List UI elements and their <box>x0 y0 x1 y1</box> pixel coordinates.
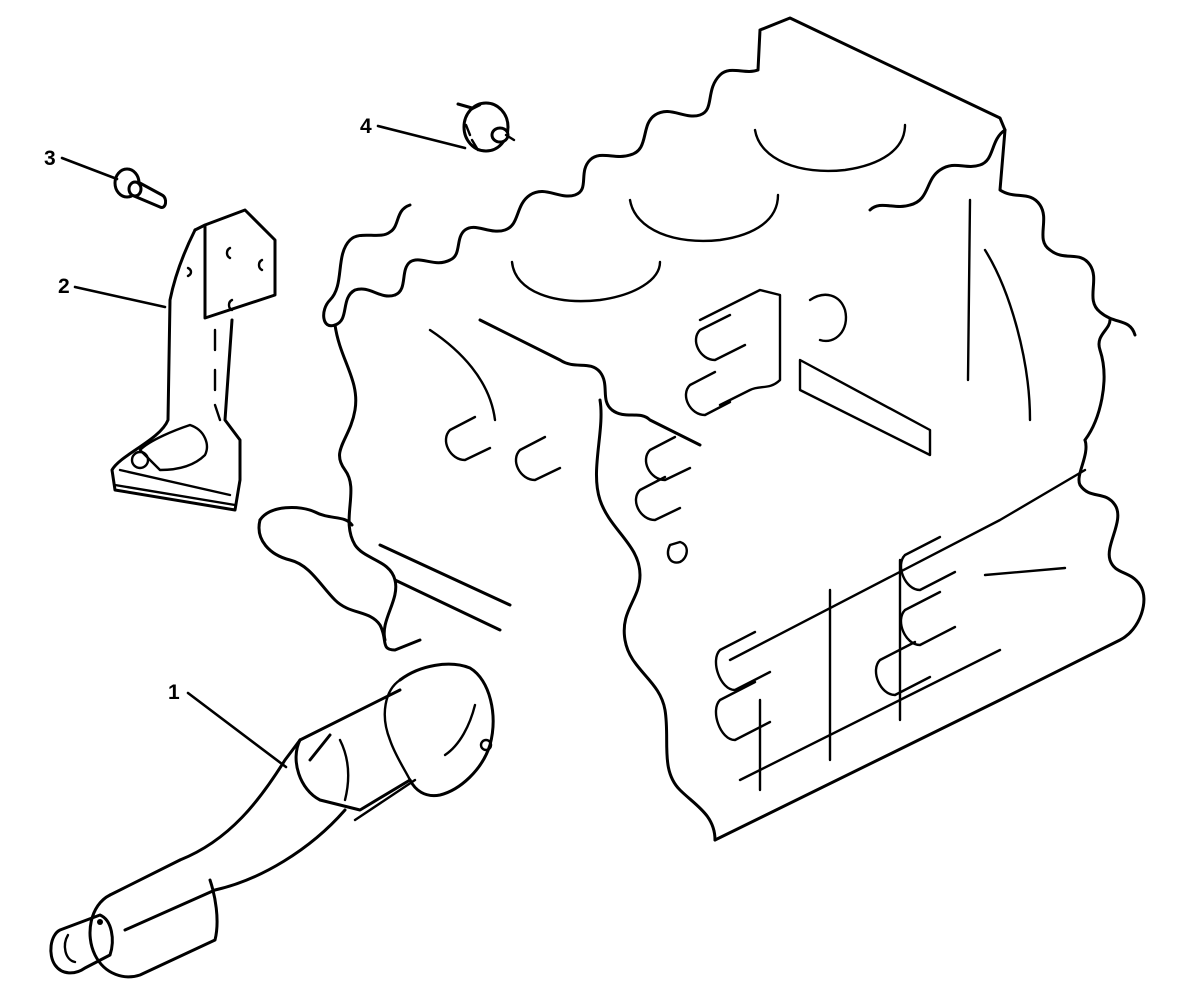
callout-label-4: 4 <box>360 115 372 138</box>
part-3-bolt <box>113 167 168 209</box>
leader-line-3 <box>60 156 119 181</box>
callout-label-3: 3 <box>44 147 56 170</box>
leader-line-1 <box>186 691 288 769</box>
callout-label-1: 1 <box>168 681 180 704</box>
part-4-sensor <box>456 101 516 153</box>
leader-line-4 <box>376 124 467 150</box>
callout-label-2: 2 <box>58 275 70 298</box>
part-1-pickup-tube <box>49 662 495 979</box>
engine-block <box>257 16 1146 842</box>
part-2-bracket <box>110 208 277 512</box>
leader-line-2 <box>73 285 167 309</box>
